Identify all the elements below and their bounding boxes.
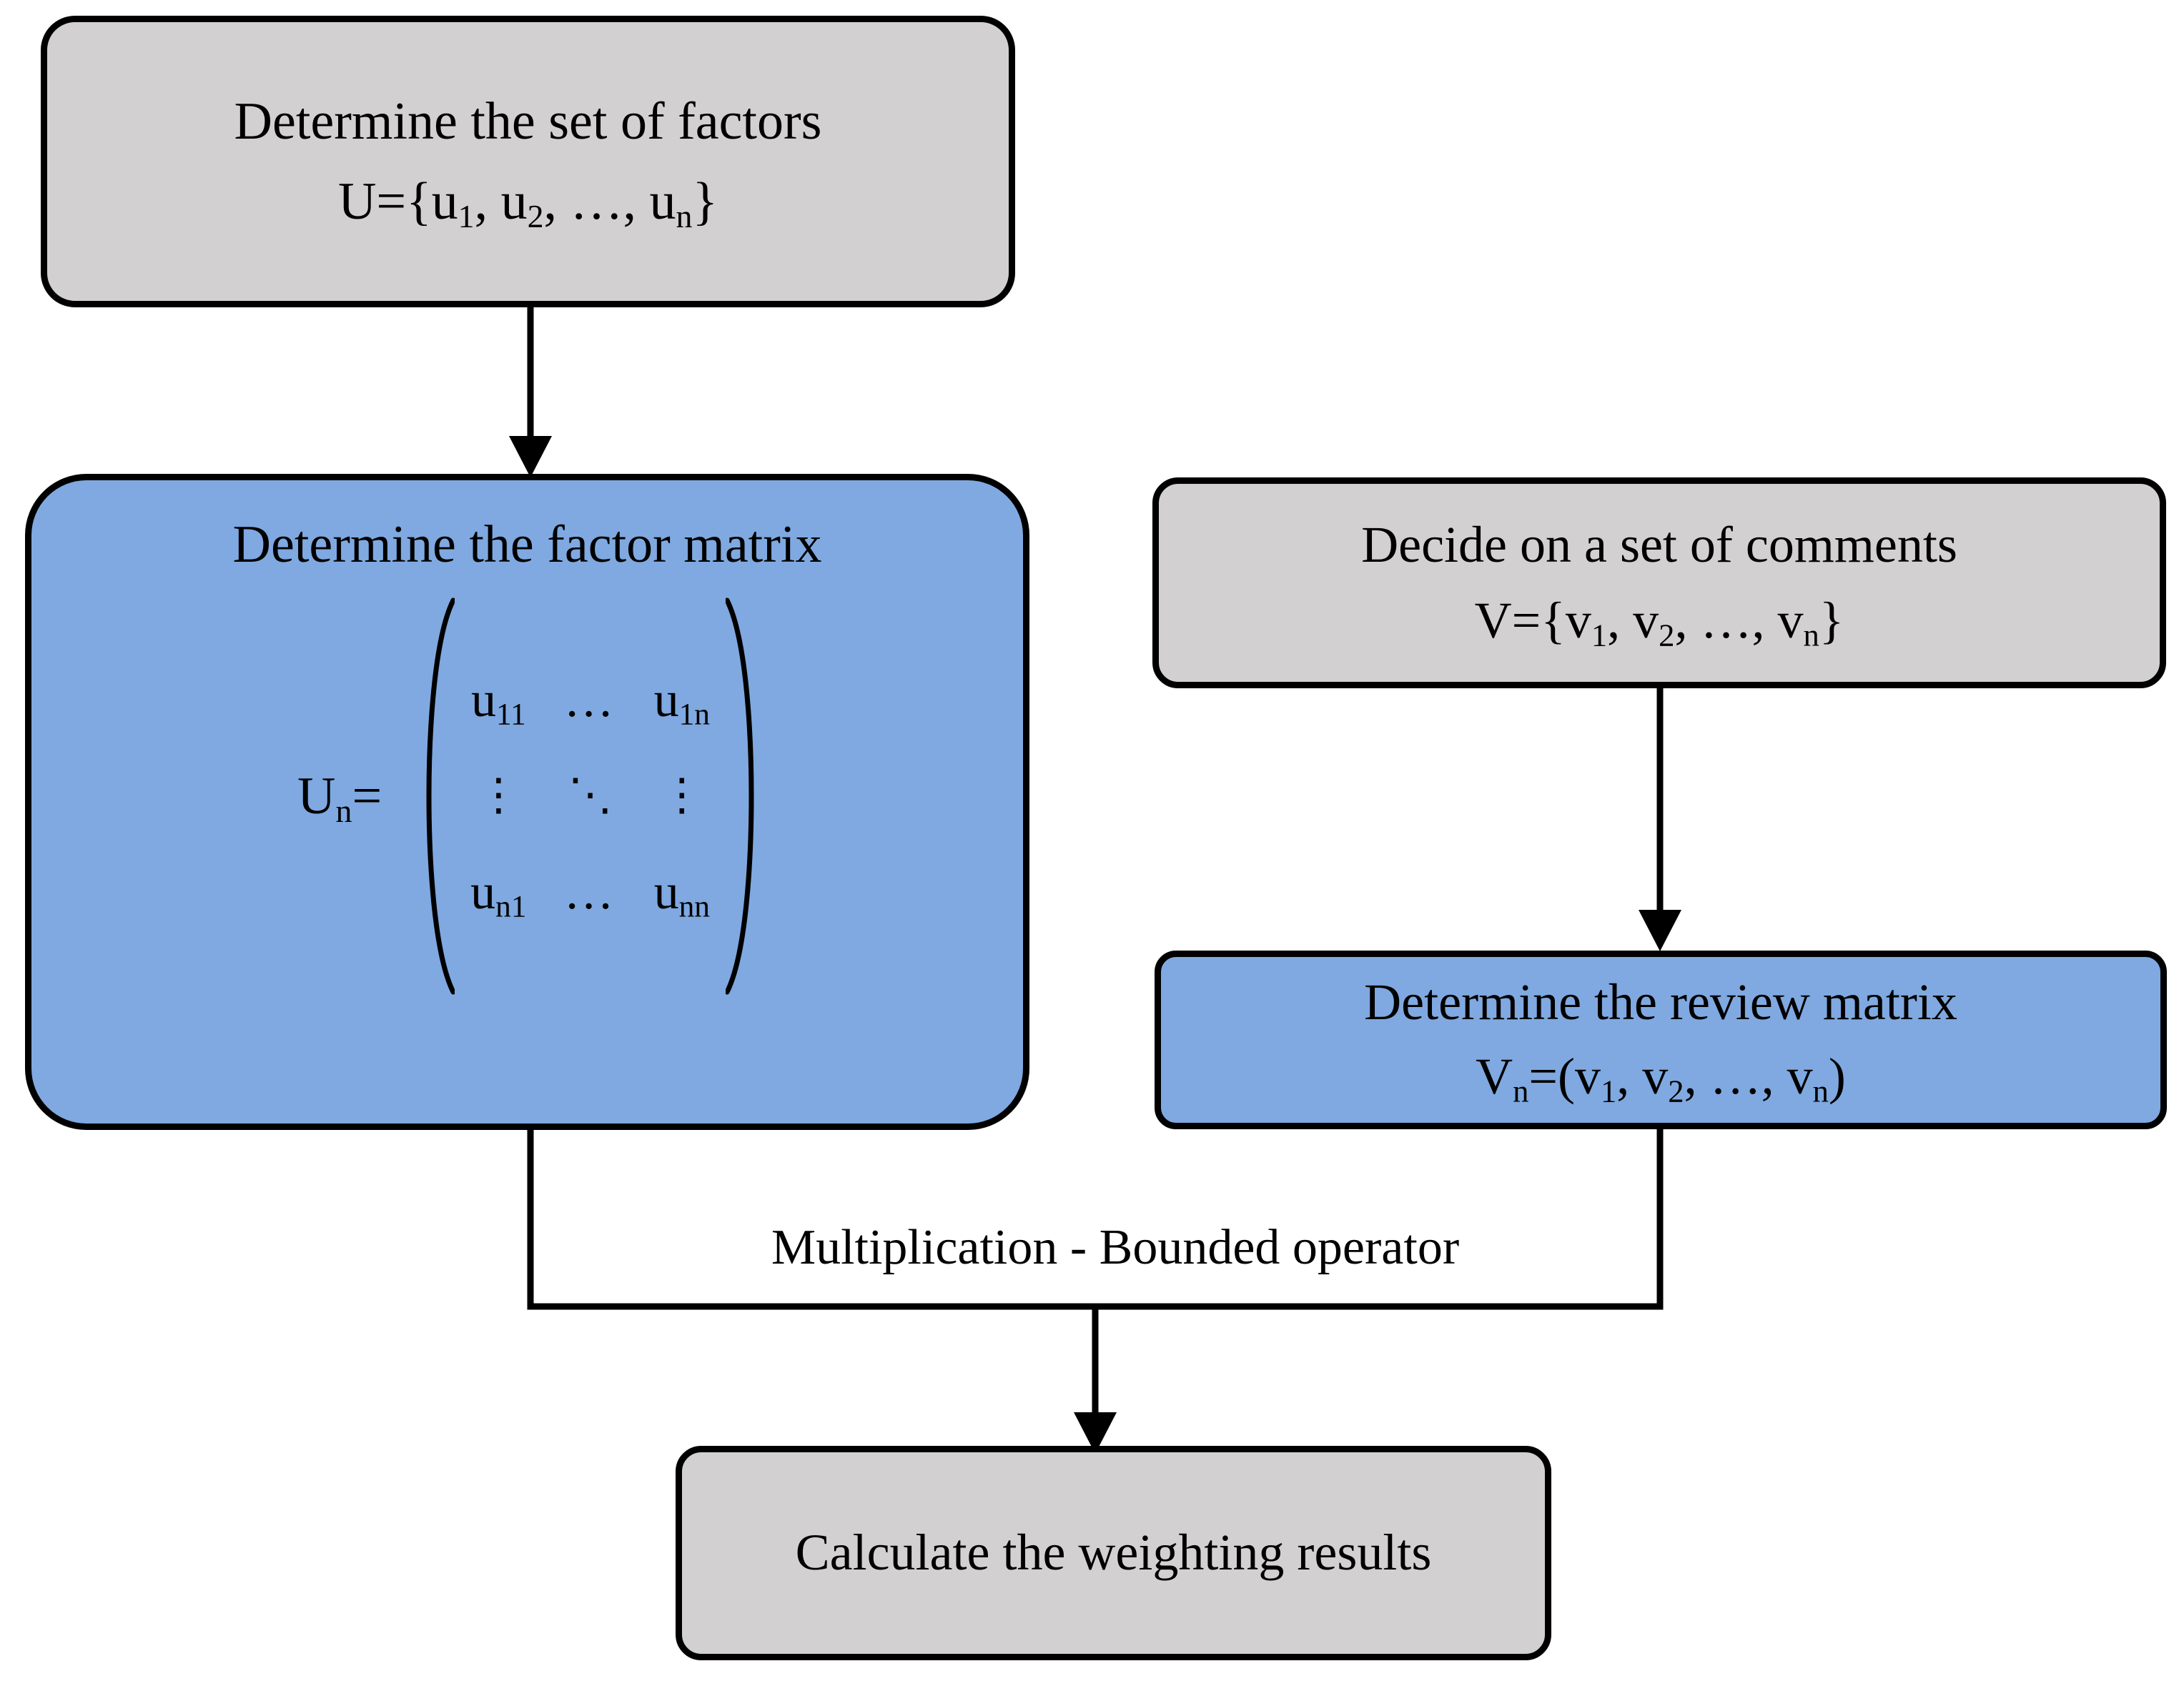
formula-part: , …, v xyxy=(1674,591,1804,649)
formula-sub: n xyxy=(1513,1073,1529,1109)
cell-base: u xyxy=(470,864,496,920)
node-determine-factor-matrix[interactable]: Determine the factor matrix Un= u11 … u1… xyxy=(25,474,1029,1130)
matrix-bracket-right-icon xyxy=(725,596,757,996)
edge-label-multiplication: Multiplication - Bounded operator xyxy=(771,1220,1460,1275)
node-decide-set-of-comments[interactable]: Decide on a set of comments V={v1, v2, …… xyxy=(1152,477,2166,688)
matrix-cell-3-3: unn xyxy=(654,860,710,925)
formula-sub: 1 xyxy=(1600,1073,1617,1109)
matrix-bracket-left-icon xyxy=(423,596,455,996)
formula-part: ) xyxy=(1828,1048,1846,1105)
node-factors-formula: U={u1, u2, …, un} xyxy=(338,167,718,236)
formula-sub: 1 xyxy=(1591,617,1608,653)
formula-sub: 2 xyxy=(1659,617,1675,653)
formula-part: U={u xyxy=(337,172,458,231)
matrix-cell-2-3: ⋮ xyxy=(659,771,704,820)
formula-part: } xyxy=(692,172,718,231)
formula-sub: 2 xyxy=(1668,1073,1684,1109)
matrix-cell-2-2: ⋱ xyxy=(568,771,613,820)
cell-sub: 11 xyxy=(495,697,526,732)
edge-comments-to-review-matrix xyxy=(1639,685,1681,951)
formula-part: } xyxy=(1819,591,1844,649)
cell-sub: nn xyxy=(678,889,710,924)
node-review-matrix-title: Determine the review matrix xyxy=(1364,973,1957,1031)
formula-part: V={v xyxy=(1474,591,1591,649)
node-factors-title: Determine the set of factors xyxy=(234,91,822,151)
node-calculate-weighting-results[interactable]: Calculate the weighting results xyxy=(676,1446,1551,1660)
factor-matrix-grid: u11 … u1n ⋮ ⋱ ⋮ un1 … unn xyxy=(455,668,726,925)
formula-part: V xyxy=(1476,1048,1513,1105)
formula-part: , v xyxy=(1616,1048,1669,1105)
cell-base: u xyxy=(653,673,679,728)
formula-sub: n xyxy=(1803,617,1819,653)
node-comments-formula: V={v1, v2, …, vn} xyxy=(1475,587,1844,655)
factor-matrix-expression: Un= u11 … u1n ⋮ ⋱ ⋮ un1 … unn xyxy=(31,596,1023,996)
cell-sub: 1n xyxy=(678,697,710,732)
matrix-cell-2-1: ⋮ xyxy=(476,771,521,820)
matrix-cell-1-1: u11 xyxy=(471,668,526,733)
matrix-cell-1-3: u1n xyxy=(654,668,710,733)
edge-factors-to-factor-matrix xyxy=(509,303,552,477)
edge-merge-bus xyxy=(527,1128,1664,1310)
factor-matrix-label: Un= xyxy=(297,762,382,830)
formula-sub: n xyxy=(1812,1073,1829,1109)
node-determine-set-of-factors[interactable]: Determine the set of factors U={u1, u2, … xyxy=(41,16,1015,307)
node-determine-review-matrix[interactable]: Determine the review matrix Vn=(v1, v2, … xyxy=(1155,951,2167,1129)
cell-base: u xyxy=(653,864,679,920)
matrix-cell-3-2: … xyxy=(563,864,617,920)
formula-part: , u xyxy=(474,172,528,231)
arrowhead-icon xyxy=(1639,910,1681,951)
edge-merge-to-results xyxy=(527,1128,1664,1454)
formula-sub: n xyxy=(676,197,693,234)
cell-base: u xyxy=(470,673,496,728)
formula-part: , …, v xyxy=(1684,1048,1813,1105)
node-results-title: Calculate the weighting results xyxy=(795,1524,1432,1582)
formula-part: =(v xyxy=(1528,1048,1601,1105)
arrowhead-icon xyxy=(509,436,552,477)
formula-sub: 2 xyxy=(527,197,544,234)
matrix-cell-3-1: un1 xyxy=(470,860,526,925)
arrowhead-icon xyxy=(1074,1412,1117,1454)
formula-sub: 1 xyxy=(458,197,475,234)
cell-sub: n1 xyxy=(495,889,527,924)
label-part: U xyxy=(297,767,336,826)
formula-part: , v xyxy=(1607,591,1659,649)
node-factor-matrix-title: Determine the factor matrix xyxy=(232,515,822,574)
node-comments-title: Decide on a set of comments xyxy=(1361,515,1957,573)
node-review-matrix-formula: Vn=(v1, v2, …, vn) xyxy=(1476,1043,1846,1111)
label-sub: n xyxy=(335,793,352,830)
label-part: = xyxy=(352,767,382,826)
matrix-cell-1-2: … xyxy=(563,673,617,728)
formula-part: , …, u xyxy=(543,172,676,231)
